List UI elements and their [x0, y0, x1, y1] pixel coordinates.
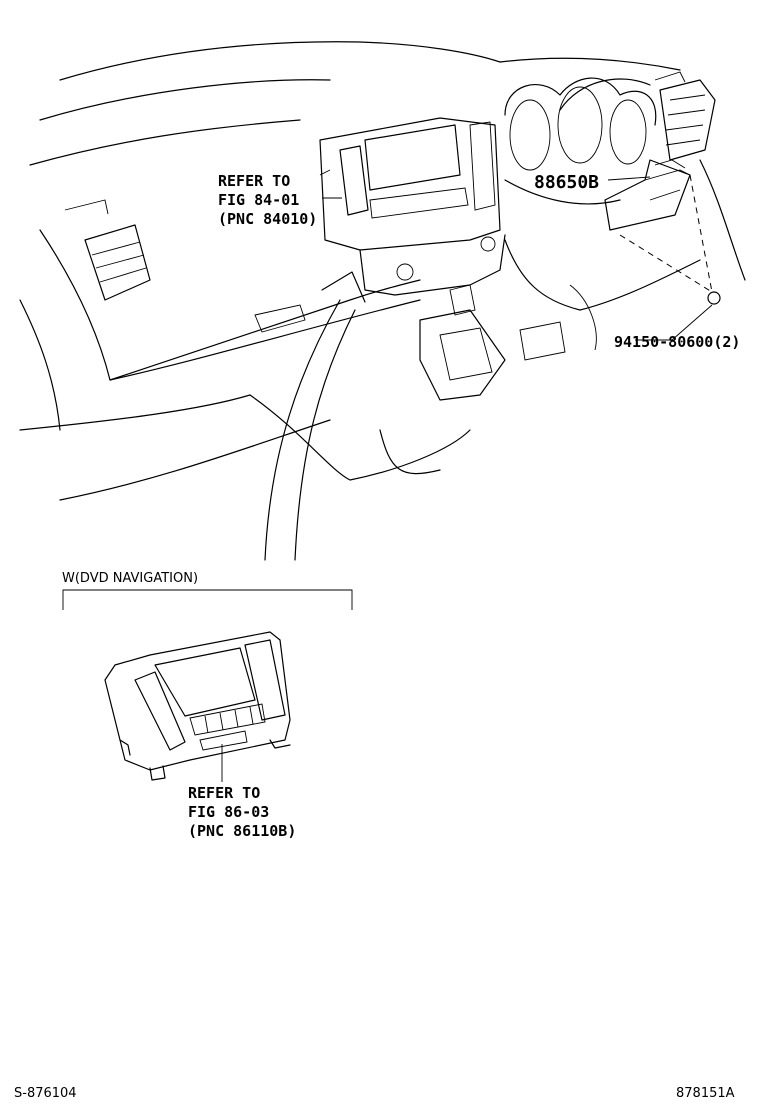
part-number-bolt: 94150-80600(2): [614, 333, 740, 351]
refer-top-callout: REFER TO FIG 84-01 (PNC 84010): [218, 172, 317, 228]
variant-label: W(DVD NAVIGATION): [62, 571, 198, 586]
refer-bottom-line3: (PNC 86110B): [188, 822, 296, 840]
refer-bottom-line2: FIG 86-03: [188, 803, 269, 821]
footer-left-code: S-876104: [14, 1086, 77, 1101]
refer-bottom-line1: REFER TO: [188, 784, 260, 802]
refer-top-line1: REFER TO: [218, 172, 290, 190]
refer-top-line3: (PNC 84010): [218, 210, 317, 228]
refer-bottom-callout: REFER TO FIG 86-03 (PNC 86110B): [188, 784, 296, 840]
footer-right-code: 878151A: [676, 1086, 735, 1101]
refer-top-line2: FIG 84-01: [218, 191, 299, 209]
part-number-88650b: 88650B: [534, 172, 599, 193]
bolt-icon: [707, 291, 721, 305]
variant-section: W(DVD NAVIGATION): [62, 571, 353, 610]
dashboard-illustration: [19, 41, 746, 561]
navigation-panel-illustration: [104, 631, 291, 782]
